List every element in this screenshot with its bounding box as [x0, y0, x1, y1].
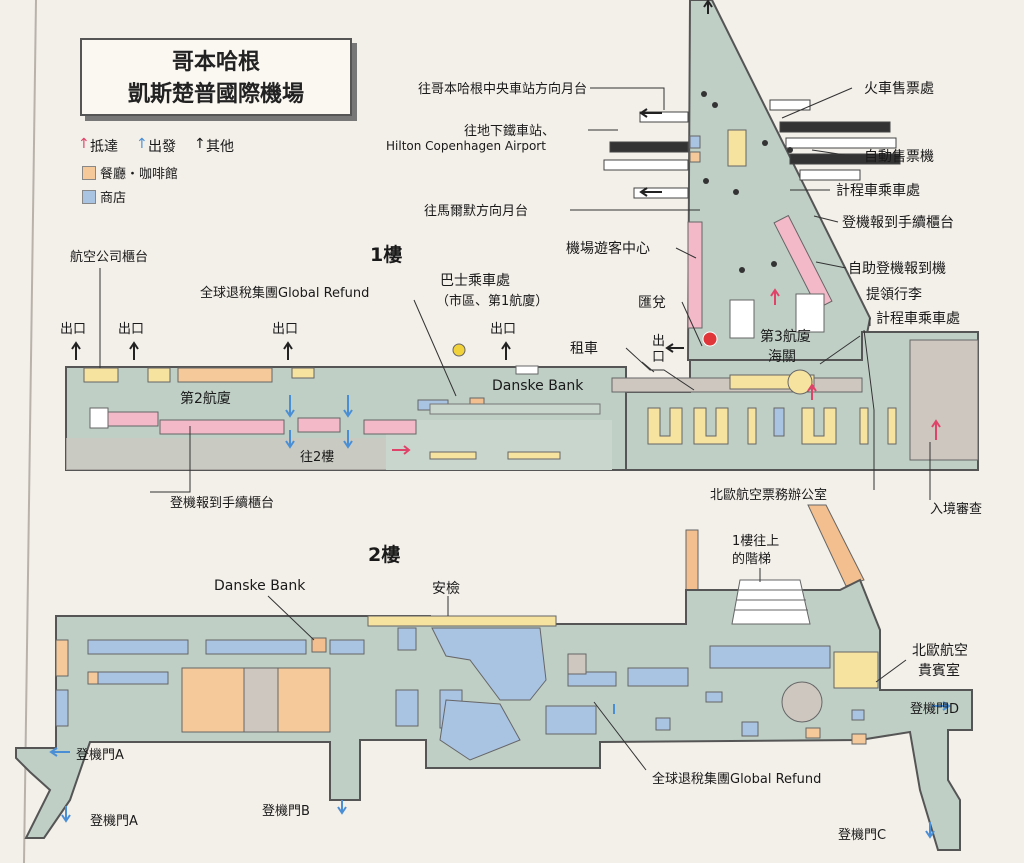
label-gate-a-bottom: 登機門A	[90, 814, 138, 829]
label-terminal2: 第2航廈	[180, 391, 231, 407]
legend-restaurant: 餐廳・咖啡館	[100, 167, 179, 182]
floor2-plan	[15, 504, 973, 851]
legend-other: 其他	[206, 139, 234, 155]
floor2-label: 2樓	[368, 544, 401, 566]
label-gate-a-left: 登機門A	[76, 748, 124, 763]
label-bus-stop: 巴士乘車處	[440, 273, 510, 289]
checkin-counter-t2	[107, 411, 159, 427]
label-global-refund-f2: 全球退稅集團Global Refund	[652, 772, 822, 787]
label-airline-counter: 航空公司櫃台	[70, 250, 149, 265]
label-visitor-center: 機場遊客中心	[566, 241, 650, 257]
label-checkin-top: 登機報到手續櫃台	[842, 215, 954, 231]
other-arrow-icon: ↑	[194, 136, 206, 152]
label-checkin-bottom: 登機報到手續櫃台	[170, 496, 275, 511]
danske-bank-atm-2	[311, 637, 327, 653]
label-exchange: 匯兌	[638, 295, 666, 311]
label-terminal3: 第3航廈	[760, 329, 811, 345]
visitor-center-counter	[687, 221, 703, 329]
stairs	[731, 579, 811, 625]
label-customs: 海關	[768, 349, 796, 365]
label-sas-lounge2: 貴賓室	[918, 663, 960, 679]
airline-counter	[83, 367, 119, 383]
label-exit-3: 出口	[272, 322, 299, 337]
map-title: 哥本哈根 凱斯楚普國際機場	[80, 38, 352, 116]
label-platform-central: 往哥本哈根中央車站方向月台	[418, 82, 588, 97]
label-metro-station: 往地下鐵車站、	[464, 124, 556, 139]
label-platform-malmo: 往馬爾默方向月台	[424, 204, 529, 219]
floor1-plan	[65, 0, 979, 500]
label-to-floor2: 往2樓	[300, 450, 335, 465]
legend-arrival: 抵達	[90, 139, 118, 155]
label-danske-bank-f1: Danske Bank	[492, 378, 584, 394]
title-line1: 哥本哈根	[171, 50, 260, 75]
label-taxi-top: 計程車乘車處	[836, 183, 920, 199]
label-ticket-machines: 自動售票機	[864, 149, 934, 165]
label-danske-bank-f2: Danske Bank	[214, 578, 306, 594]
label-rental-car: 租車	[570, 341, 598, 357]
arrival-arrow-icon: ↑	[78, 136, 90, 152]
label-gate-c: 登機門C	[838, 828, 887, 843]
label-train-tickets: 火車售票處	[864, 81, 934, 97]
label-global-refund-f1: 全球退稅集團Global Refund	[200, 286, 370, 301]
baggage-belts	[647, 407, 897, 445]
label-bus-stop-sub: （市區、第1航廈）	[436, 294, 549, 309]
label-exit-2: 出口	[118, 322, 145, 337]
label-sas-lounge: 北歐航空	[912, 643, 968, 659]
label-self-checkin: 自助登機報到機	[848, 261, 946, 277]
shop-swatch	[82, 190, 96, 204]
departure-arrow-icon: ↑	[136, 136, 148, 152]
floor1-label: 1樓	[370, 244, 403, 266]
label-taxi-right: 計程車乘車處	[876, 311, 960, 327]
label-immigration: 入境審查	[930, 502, 983, 517]
security-checkpoint	[367, 615, 557, 627]
legend-shop: 商店	[100, 191, 127, 206]
label-exit-small2: 口	[652, 350, 666, 365]
label-exit-1: 出口	[60, 322, 87, 337]
legend-departure: 出發	[148, 139, 176, 155]
label-exit-4: 出口	[490, 322, 517, 337]
label-stairs2: 的階梯	[732, 552, 772, 567]
label-gate-b: 登機門B	[262, 804, 310, 819]
label-hilton: Hilton Copenhagen Airport	[386, 139, 546, 153]
label-stairs: 1樓往上	[732, 534, 780, 549]
label-baggage: 提領行李	[866, 287, 922, 303]
info-icon	[702, 331, 718, 347]
checkin-counter-top	[773, 214, 833, 310]
label-sas-ticket-office: 北歐航空票務辦公室	[710, 488, 828, 503]
label-gate-d: 登機門D	[910, 702, 960, 717]
central-plaza	[431, 627, 547, 701]
sas-lounge	[833, 651, 879, 689]
label-security: 安檢	[432, 581, 460, 597]
restaurant-swatch	[82, 166, 96, 180]
label-exit-small: 出	[652, 334, 666, 349]
title-line2: 凱斯楚普國際機場	[127, 82, 304, 107]
